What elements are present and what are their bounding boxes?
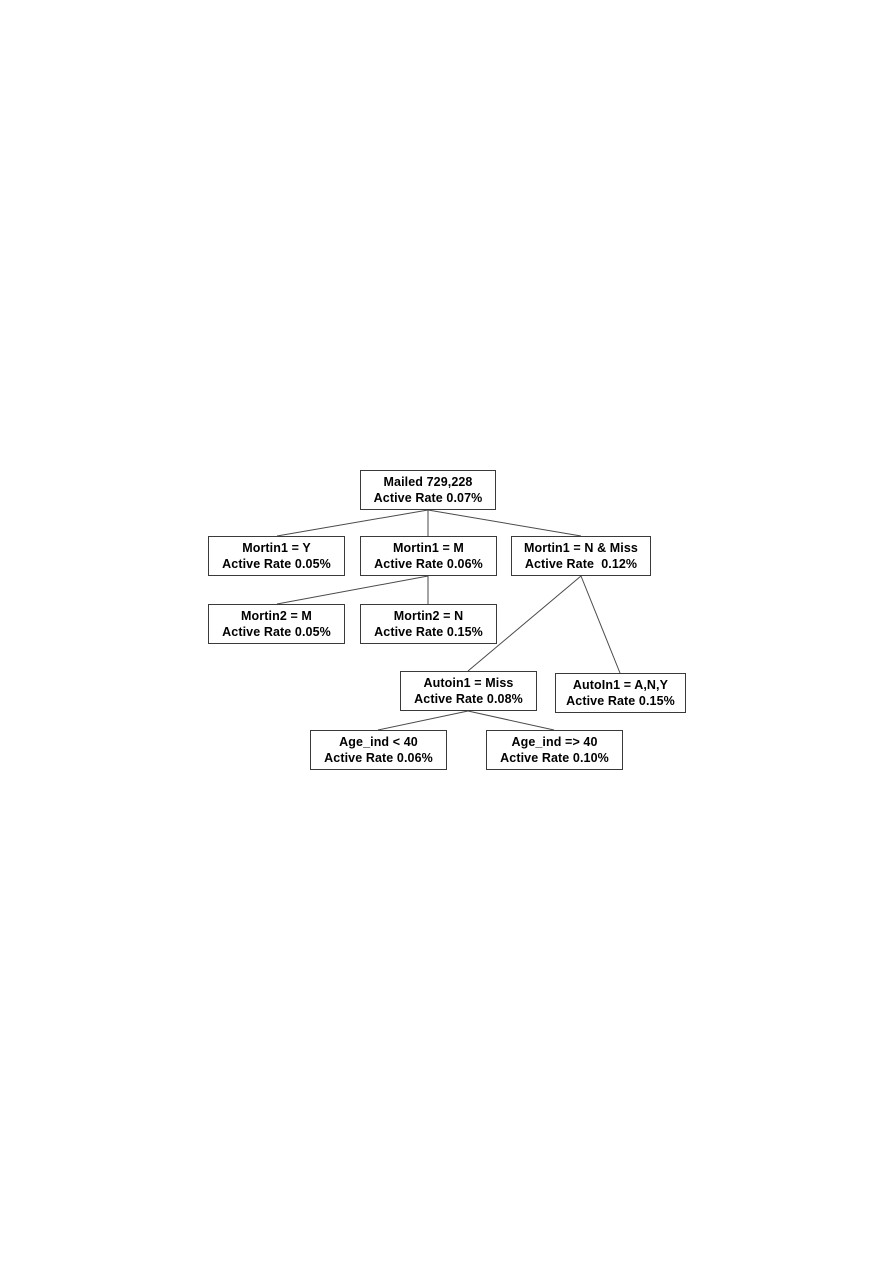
- node-mortin1-m[interactable]: Mortin1 = M Active Rate 0.06%: [360, 536, 497, 576]
- node-label-condition: Mailed 729,228: [383, 475, 473, 489]
- node-label-condition: Autoin1 = Miss: [423, 676, 514, 690]
- node-label-active-rate: Active Rate 0.06%: [374, 557, 483, 571]
- node-label-active-rate: Active Rate 0.07%: [373, 491, 483, 505]
- node-label-condition: AutoIn1 = A,N,Y: [572, 678, 669, 692]
- node-mortin2-n[interactable]: Mortin2 = N Active Rate 0.15%: [360, 604, 497, 644]
- node-label-active-rate: Active Rate 0.12%: [524, 557, 638, 571]
- node-label-active-rate: Active Rate 0.08%: [414, 692, 523, 706]
- node-label-active-rate: Active Rate 0.06%: [324, 751, 433, 765]
- node-label-condition: Mortin2 = N: [393, 609, 464, 623]
- node-label-condition: Mortin2 = M: [241, 609, 312, 623]
- node-label-active-rate: Active Rate 0.15%: [566, 694, 675, 708]
- node-mortin2-m[interactable]: Mortin2 = M Active Rate 0.05%: [208, 604, 345, 644]
- node-autoin1-a-n-y[interactable]: AutoIn1 = A,N,Y Active Rate 0.15%: [555, 673, 686, 713]
- node-label-condition: Mortin1 = M: [393, 541, 464, 555]
- node-age-ind-lt-40[interactable]: Age_ind < 40 Active Rate 0.06%: [310, 730, 447, 770]
- node-label-active-rate: Active Rate 0.10%: [500, 751, 609, 765]
- node-label-condition: Age_ind => 40: [511, 735, 598, 749]
- node-mortin1-y[interactable]: Mortin1 = Y Active Rate 0.05%: [208, 536, 345, 576]
- node-label-condition: Age_ind < 40: [339, 735, 418, 749]
- node-label-condition: Mortin1 = Y: [242, 541, 311, 555]
- node-age-ind-ge-40[interactable]: Age_ind => 40 Active Rate 0.10%: [486, 730, 623, 770]
- node-label-active-rate: Active Rate 0.05%: [222, 557, 331, 571]
- node-label-active-rate: Active Rate 0.05%: [222, 625, 331, 639]
- node-label-active-rate: Active Rate 0.15%: [374, 625, 483, 639]
- node-label-condition: Mortin1 = N & Miss: [524, 541, 638, 555]
